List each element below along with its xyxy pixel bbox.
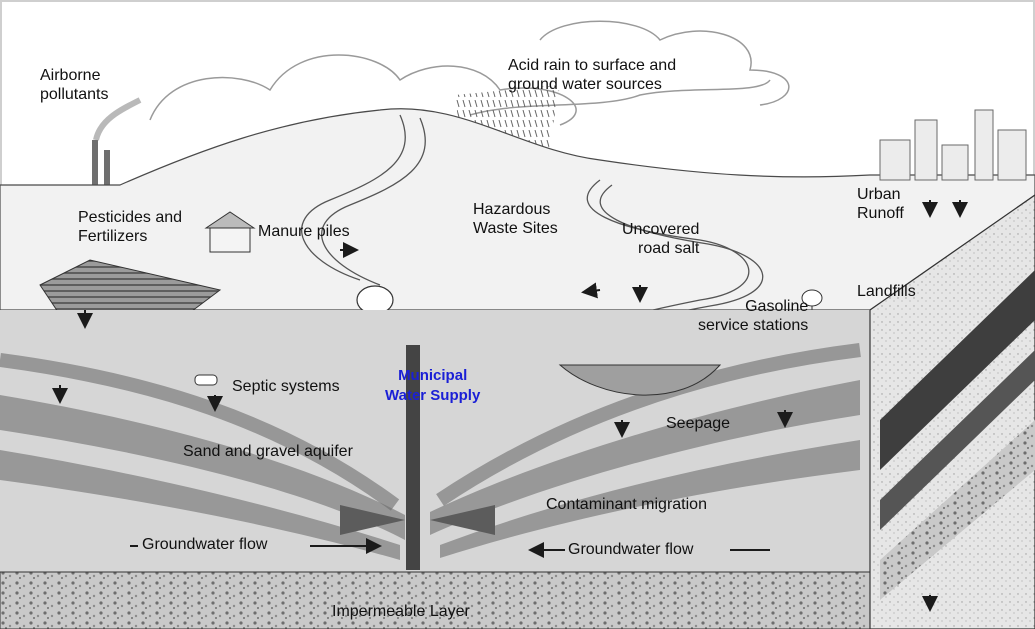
label-pesticides-fertilizers: Pesticides and Fertilizers bbox=[78, 208, 182, 246]
label-line: Airborne bbox=[40, 66, 109, 85]
label-line: Uncovered bbox=[622, 220, 699, 239]
label-line: pollutants bbox=[40, 85, 109, 104]
label-municipal-water-supply: Municipal Water Supply bbox=[385, 366, 480, 406]
label-line: Pesticides and bbox=[78, 208, 182, 227]
label-acid-rain: Acid rain to surface and ground water so… bbox=[508, 56, 676, 94]
label-line: Water Supply bbox=[385, 386, 480, 406]
label-line: Hazardous bbox=[473, 200, 558, 219]
label-line: Gasoline bbox=[698, 297, 808, 316]
label-uncovered-road-salt: Uncovered road salt bbox=[622, 220, 699, 258]
label-contaminant-migration: Contaminant migration bbox=[546, 495, 707, 514]
label-urban-runoff: Urban Runoff bbox=[857, 185, 904, 223]
label-line: road salt bbox=[622, 239, 699, 258]
label-impermeable-layer: Impermeable Layer bbox=[332, 602, 470, 621]
label-gasoline-service-stations: Gasoline service stations bbox=[698, 297, 808, 335]
label-line: Municipal bbox=[385, 366, 480, 386]
label-line: Acid rain to surface and bbox=[508, 56, 676, 75]
label-manure-piles: Manure piles bbox=[258, 222, 350, 241]
label-groundwater-flow-right: Groundwater flow bbox=[568, 540, 693, 559]
label-line: Waste Sites bbox=[473, 219, 558, 238]
label-hazardous-waste: Hazardous Waste Sites bbox=[473, 200, 558, 238]
septic-tank-icon bbox=[195, 375, 217, 385]
label-sand-gravel-aquifer: Sand and gravel aquifer bbox=[183, 442, 353, 461]
label-line: ground water sources bbox=[508, 75, 676, 94]
label-line: service stations bbox=[698, 316, 808, 335]
label-landfills: Landfills bbox=[857, 282, 916, 301]
label-seepage: Seepage bbox=[666, 414, 730, 433]
label-groundwater-flow-left: Groundwater flow bbox=[142, 535, 267, 554]
label-line: Urban bbox=[857, 185, 904, 204]
label-airborne-pollutants: Airborne pollutants bbox=[40, 66, 109, 104]
label-septic-systems: Septic systems bbox=[232, 377, 340, 396]
label-line: Fertilizers bbox=[78, 227, 182, 246]
label-line: Runoff bbox=[857, 204, 904, 223]
